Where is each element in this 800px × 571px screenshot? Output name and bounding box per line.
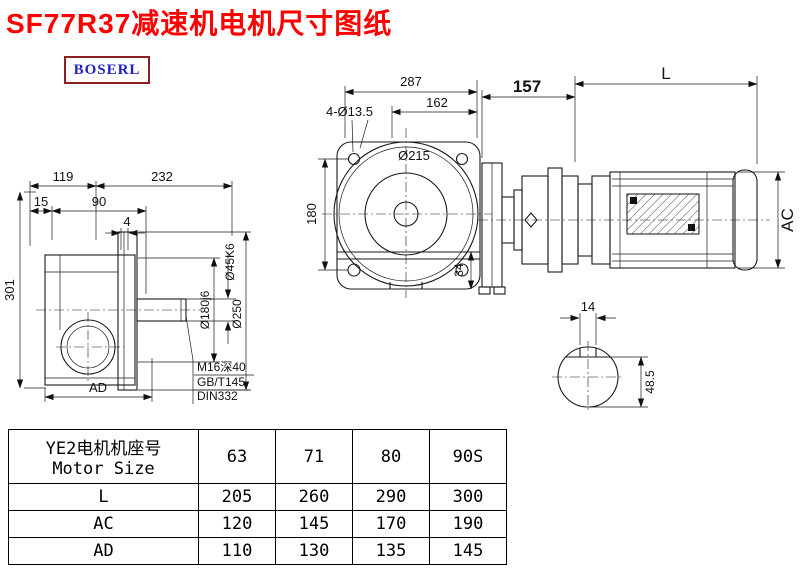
holes-note-label: 4-Ø13.5: [326, 104, 373, 119]
gearbox-housing: [44, 254, 136, 386]
size-col-71: 71: [275, 429, 353, 484]
note-m16: M16深40: [197, 360, 246, 374]
boserl-logo: BOSERL: [64, 56, 150, 84]
dim-301: 301: [2, 191, 46, 389]
row-label-l: L: [8, 483, 199, 511]
holes-callout: 4-Ø13.5: [326, 104, 373, 153]
flange-circle: [333, 141, 479, 287]
dim-48-5-label: 48.5: [643, 370, 657, 394]
front-view: 287 162 4-Ø13.5 Ø215 180 34: [304, 74, 492, 298]
dim-14-label: 14: [581, 299, 595, 314]
dim-ad: AD: [44, 358, 153, 402]
dim-287-label: 287: [400, 74, 422, 89]
dim-232-label: 232: [151, 169, 173, 184]
side-view: 119 232 15 90 4: [2, 169, 254, 404]
row-label-ad: AD: [8, 537, 199, 565]
motor-view: 157 L AC: [478, 64, 797, 295]
dim-90-label: 90: [92, 194, 106, 209]
table-cell: 290: [352, 483, 430, 511]
fan-cover: [732, 169, 758, 271]
dim-spigot-dia: Ø180j6: [138, 257, 220, 363]
terminal-box: [626, 193, 700, 235]
dim-34-label: 34: [452, 263, 466, 277]
dim-157: 157: [481, 76, 576, 162]
table-header-row: YE2电机机座号 Motor Size 63 71 80 90S: [8, 429, 507, 484]
bolt-hole: [455, 152, 469, 166]
table-row-l: L 205 260 290 300: [8, 483, 507, 511]
shaft-dia-label: Ø45K6: [223, 243, 237, 281]
dim-34: 34: [452, 251, 475, 290]
size-col-80: 80: [352, 429, 430, 484]
output-shaft: [136, 298, 187, 322]
dim-119-label: 119: [53, 169, 74, 184]
size-col-90s: 90S: [429, 429, 507, 484]
dim-l: L: [574, 64, 758, 164]
shaft-section: [557, 346, 619, 408]
dim-162: 162: [391, 95, 478, 138]
table-cell: 300: [429, 483, 507, 511]
dim-157-label: 157: [513, 77, 541, 96]
table-cell: 120: [198, 510, 276, 538]
table-row-ad: AD 110 130 135 145: [8, 537, 507, 565]
dim-301-label: 301: [2, 279, 17, 301]
dim-l-label: L: [661, 64, 670, 83]
dim-15-label: 15: [34, 194, 48, 209]
size-col-63: 63: [198, 429, 276, 484]
table-cell: 260: [275, 483, 353, 511]
table-row-ac: AC 120 145 170 190: [8, 510, 507, 538]
motor-size-table: YE2电机机座号 Motor Size 63 71 80 90S L 205 2…: [8, 429, 507, 565]
table-cell: 190: [429, 510, 507, 538]
dim-14: 14: [560, 299, 616, 345]
dim-119-232: 119 232: [29, 169, 233, 246]
bolt-hole: [347, 263, 361, 277]
mounting-flange: [117, 231, 138, 391]
dim-180-label: 180: [304, 203, 319, 225]
table-cell: 205: [198, 483, 276, 511]
table-cell: 145: [429, 537, 507, 565]
dim-162-label: 162: [426, 95, 448, 110]
dim-ad-label: AD: [89, 380, 107, 395]
table-cell: 145: [275, 510, 353, 538]
dim-48-5: 48.5: [590, 356, 657, 408]
shaft-end-view: 14 48.5: [552, 299, 657, 413]
note-gbt145: GB/T145: [197, 375, 245, 389]
diamond-mark: [524, 212, 538, 228]
row-label-ac: AC: [8, 510, 199, 538]
output-bore: [60, 319, 116, 375]
spigot-dia-label: Ø180j6: [198, 290, 212, 329]
table-cell: 110: [198, 537, 276, 565]
motor-size-header: YE2电机机座号 Motor Size: [8, 429, 199, 484]
table-cell: 170: [352, 510, 430, 538]
dim-180: 180: [304, 158, 348, 271]
dim-ac-label: AC: [778, 208, 797, 232]
motor-body: [609, 171, 736, 269]
dim-ac: AC: [738, 171, 797, 269]
bolt-hole: [347, 152, 361, 166]
dim-4-label: 4: [123, 214, 130, 229]
dia-215-label: Ø215: [398, 148, 430, 163]
flange-dia-label: Ø250: [230, 299, 244, 329]
page-title: SF77R37减速机电机尺寸图纸: [6, 8, 393, 39]
dim-15-90: 15 90: [29, 194, 147, 294]
dim-4: 4: [105, 214, 145, 250]
motor-size-header-cn: YE2电机机座号: [45, 439, 162, 459]
tap-hole-note: M16深40 GB/T145 DIN332: [185, 315, 254, 404]
table-cell: 135: [352, 537, 430, 565]
dim-shaft-dia: Ø45K6: [183, 243, 237, 344]
table-cell: 130: [275, 537, 353, 565]
note-din332: DIN332: [197, 389, 238, 403]
motor-size-header-en: Motor Size: [52, 459, 155, 479]
